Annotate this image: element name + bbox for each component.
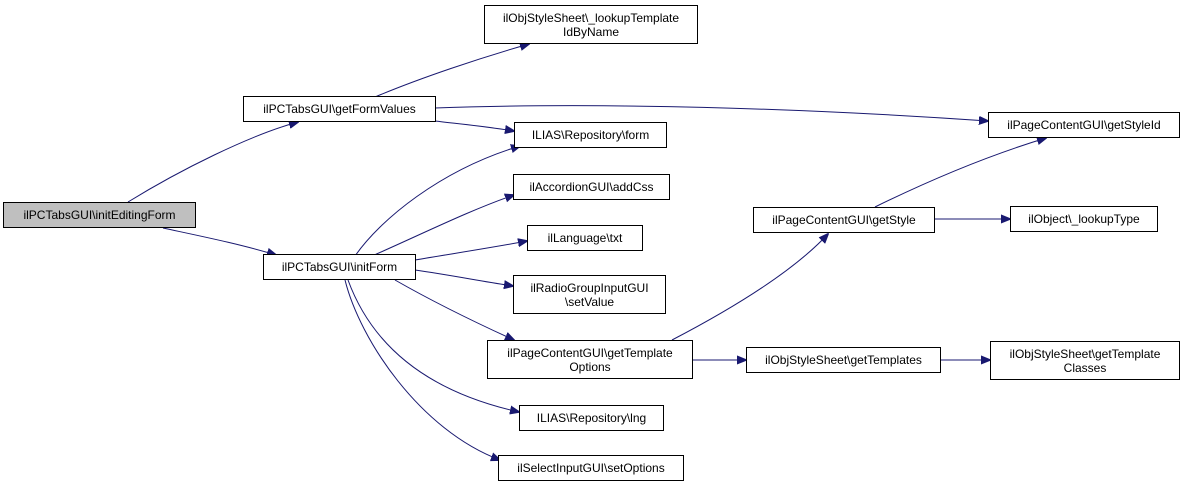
edge-getformvalues-repoform bbox=[434, 120, 514, 131]
node-init-form[interactable]: ilPCTabsGUI\initForm bbox=[263, 254, 416, 280]
node-label-line1: ilPageContentGUI\getTemplate bbox=[507, 345, 673, 360]
node-get-style[interactable]: ilPageContentGUI\getStyle bbox=[753, 207, 935, 233]
node-get-templates[interactable]: ilObjStyleSheet\getTemplates bbox=[746, 347, 941, 373]
node-label-line1: ilRadioGroupInputGUI bbox=[530, 280, 649, 295]
node-label-line2: Options bbox=[569, 359, 611, 374]
edge-initform-radio bbox=[414, 269, 513, 286]
node-label: ilPageContentGUI\getStyle bbox=[772, 213, 916, 227]
node-label-line2: IdByName bbox=[562, 24, 620, 39]
node-init-editing-form: ilPCTabsGUI\initEditingForm bbox=[3, 202, 196, 228]
node-label: ilObject\_lookupType bbox=[1028, 212, 1140, 226]
node-label: ilLanguage\txt bbox=[547, 231, 623, 245]
node-select-set-options[interactable]: ilSelectInputGUI\setOptions bbox=[498, 455, 684, 481]
node-label: ilPCTabsGUI\getFormValues bbox=[263, 102, 416, 116]
node-lookup-type[interactable]: ilObject\_lookupType bbox=[1010, 206, 1158, 232]
node-label: ILIAS\Repository\form bbox=[531, 128, 650, 142]
node-lookup-template-id[interactable]: ilObjStyleSheet\_lookupTemplate IdByName bbox=[484, 5, 698, 44]
node-label: ilAccordionGUI\addCss bbox=[529, 180, 654, 194]
node-label: ilPCTabsGUI\initEditingForm bbox=[23, 208, 176, 222]
node-label-line2: Classes bbox=[1063, 360, 1107, 375]
node-label: ilPageContentGUI\getStyleId bbox=[1007, 118, 1161, 132]
node-get-template-classes[interactable]: ilObjStyleSheet\getTemplate Classes bbox=[990, 341, 1180, 380]
edge-initeditingform-getformvalues bbox=[127, 122, 298, 203]
edge-initform-templateoptions bbox=[394, 279, 514, 340]
node-repo-lng[interactable]: ILIAS\Repository\lng bbox=[519, 405, 664, 431]
node-label-line1: ilObjStyleSheet\_lookupTemplate bbox=[502, 10, 680, 25]
node-get-form-values[interactable]: ilPCTabsGUI\getFormValues bbox=[243, 96, 436, 122]
edge-getformvalues-lookuptemplate bbox=[374, 44, 529, 98]
edge-initform-repoform bbox=[354, 146, 520, 257]
node-label: ilObjStyleSheet\getTemplates bbox=[765, 353, 922, 367]
edge-initform-addcss bbox=[371, 195, 514, 257]
node-label-line1: ilObjStyleSheet\getTemplate bbox=[1009, 346, 1161, 361]
edge-getstyle-styleid bbox=[874, 138, 1046, 208]
node-label-line2: \setValue bbox=[564, 294, 615, 309]
edge-initeditingform-initform bbox=[162, 227, 276, 255]
edge-templateoptions-getstyle bbox=[671, 234, 828, 341]
node-label: ILIAS\Repository\lng bbox=[536, 411, 647, 425]
edge-getformvalues-stylesid bbox=[434, 105, 988, 121]
node-get-style-id[interactable]: ilPageContentGUI\getStyleId bbox=[988, 112, 1180, 138]
edge-initform-lng bbox=[347, 279, 519, 412]
node-get-template-options[interactable]: ilPageContentGUI\getTemplate Options bbox=[487, 340, 693, 379]
edge-initform-txt bbox=[414, 241, 527, 261]
node-accordion-add-css[interactable]: ilAccordionGUI\addCss bbox=[513, 174, 670, 200]
edge-initform-setoptions bbox=[344, 279, 500, 460]
node-label: ilSelectInputGUI\setOptions bbox=[517, 461, 665, 475]
node-radio-set-value[interactable]: ilRadioGroupInputGUI \setValue bbox=[513, 275, 666, 314]
node-label: ilPCTabsGUI\initForm bbox=[281, 260, 398, 274]
node-language-txt[interactable]: ilLanguage\txt bbox=[527, 225, 643, 251]
node-repo-form[interactable]: ILIAS\Repository\form bbox=[514, 122, 667, 148]
